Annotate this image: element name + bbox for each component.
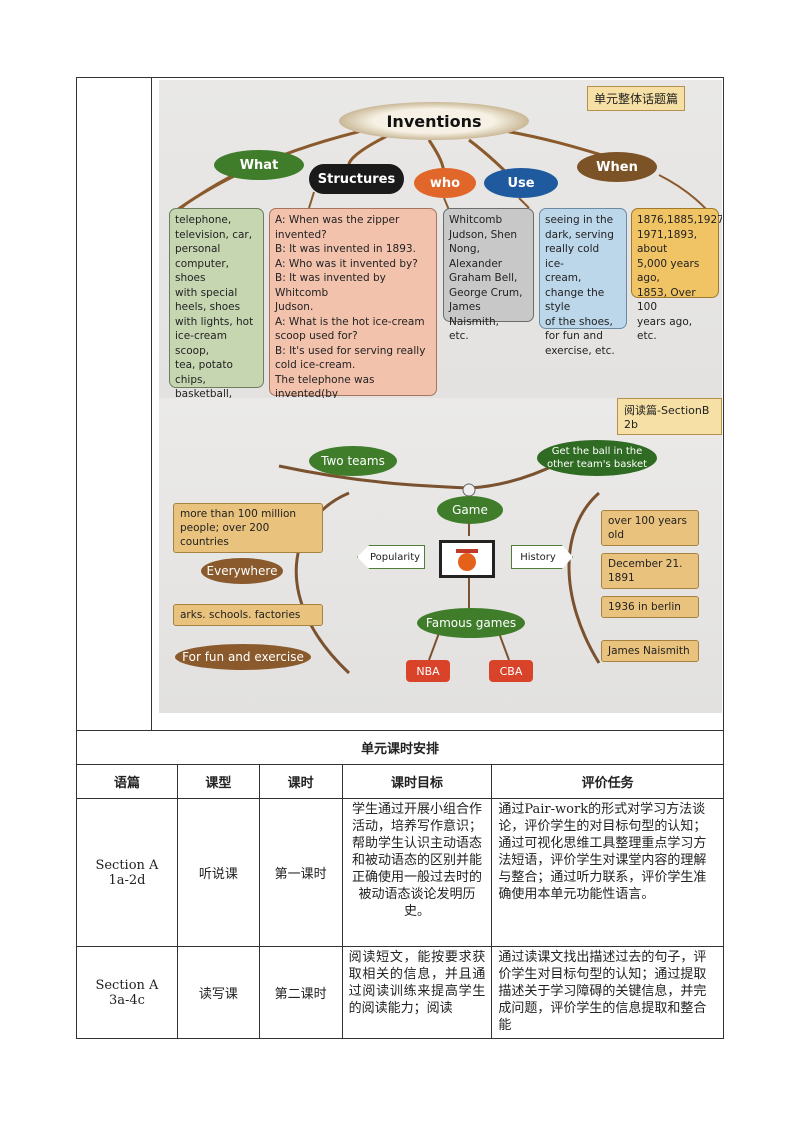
table-top-section <box>76 77 724 730</box>
branch-what: What <box>214 150 304 180</box>
arrow-popularity: Popularity <box>357 545 425 569</box>
table-row: Section A 3a-4c 读写课 第二课时 阅读短文，能按要求获取相关的信… <box>76 946 724 1039</box>
node-famous-games: Famous games <box>417 608 525 638</box>
reading-tag: 阅读篇-SectionB 2b <box>617 398 722 435</box>
right-item-date: December 21. 1891 <box>601 553 699 589</box>
right-item-inventor: James Naismith <box>601 640 699 662</box>
cell-section: Section A 1a-2d <box>76 798 178 947</box>
right-item-age: over 100 years old <box>601 510 699 546</box>
node-cba: CBA <box>489 660 533 682</box>
cell-period: 第二课时 <box>258 946 343 1039</box>
node-nba: NBA <box>406 660 450 682</box>
basketball-hoop-icon <box>439 540 495 578</box>
header-goal: 课时目标 <box>341 764 493 799</box>
mindmap2-connectors <box>278 461 601 675</box>
cell-task: 通过读课文找出描述过去的句子，评价学生对目标句型的认知；通过提取描述关于学习障碍… <box>491 946 724 1039</box>
central-topic-inventions: Inventions <box>339 102 529 140</box>
schedule-title: 单元课时安排 <box>76 730 724 765</box>
what-box: telephone, television, car, personal com… <box>169 208 264 398</box>
cell-goal: 学生通过开展小组合作活动，培养写作意识；帮助学生认识主动语态和被动语态的区别并能… <box>341 798 493 947</box>
left-item-people: more than 100 million people; over 200 c… <box>173 503 323 553</box>
node-two-teams: Two teams <box>309 446 397 476</box>
cell-section: Section A 3a-4c <box>76 946 178 1039</box>
header-period: 课时 <box>258 764 343 799</box>
node-get-ball: Get the ball in the other team's basket <box>537 440 657 476</box>
schedule-header-row: 语篇 课型 课时 课时目标 评价任务 <box>76 764 724 799</box>
left-item-fun: For fun and exercise <box>175 644 311 670</box>
header-lesson-type: 课型 <box>176 764 260 799</box>
cell-task: 通过Pair-work的形式对学习方法谈论，评价学生的对目标句型的认知；通过可视… <box>491 798 724 947</box>
branch-use: Use <box>484 168 558 198</box>
cell-type: 读写课 <box>176 946 260 1039</box>
branch-structures: Structures <box>309 164 404 194</box>
structures-box: A: When was the zipper invented? B: It w… <box>269 208 437 398</box>
left-column-divider <box>151 77 152 730</box>
who-box: Whitcomb Judson, Shen Nong, Alexander Gr… <box>443 208 534 342</box>
branch-when: When <box>577 152 657 182</box>
lesson-schedule-table: 单元课时安排 语篇 课型 课时 课时目标 评价任务 Section A 1a-2… <box>76 730 724 1039</box>
header-evaluation: 评价任务 <box>491 764 724 799</box>
mindmap-basketball-photo: 阅读篇-SectionB 2b Two teams Get the ball i… <box>159 398 722 713</box>
node-game: Game <box>437 496 503 524</box>
when-box: 1876,1885,1927, 1971,1893, about 5,000 y… <box>631 208 722 342</box>
cell-period: 第一课时 <box>258 798 343 947</box>
right-item-berlin: 1936 in berlin <box>601 596 699 618</box>
table-row: Section A 1a-2d 听说课 第一课时 学生通过开展小组合作活动，培养… <box>76 798 724 947</box>
mindmap-inventions-photo: 单元整体话题篇 Inventions What Structures who U… <box>159 80 722 398</box>
branch-who: who <box>414 168 476 198</box>
left-item-everywhere: Everywhere <box>201 558 283 584</box>
arrow-history: History <box>511 545 573 569</box>
left-item-places: arks. schools. factories <box>173 604 323 626</box>
cell-goal: 阅读短文，能按要求获取相关的信息，并且通过阅读训练来提高学生的阅读能力；阅读 <box>341 946 493 1039</box>
cell-type: 听说课 <box>176 798 260 947</box>
topic-tag: 单元整体话题篇 <box>587 86 686 111</box>
use-box: seeing in the dark, serving really cold … <box>539 208 627 357</box>
header-text-section: 语篇 <box>76 764 178 799</box>
